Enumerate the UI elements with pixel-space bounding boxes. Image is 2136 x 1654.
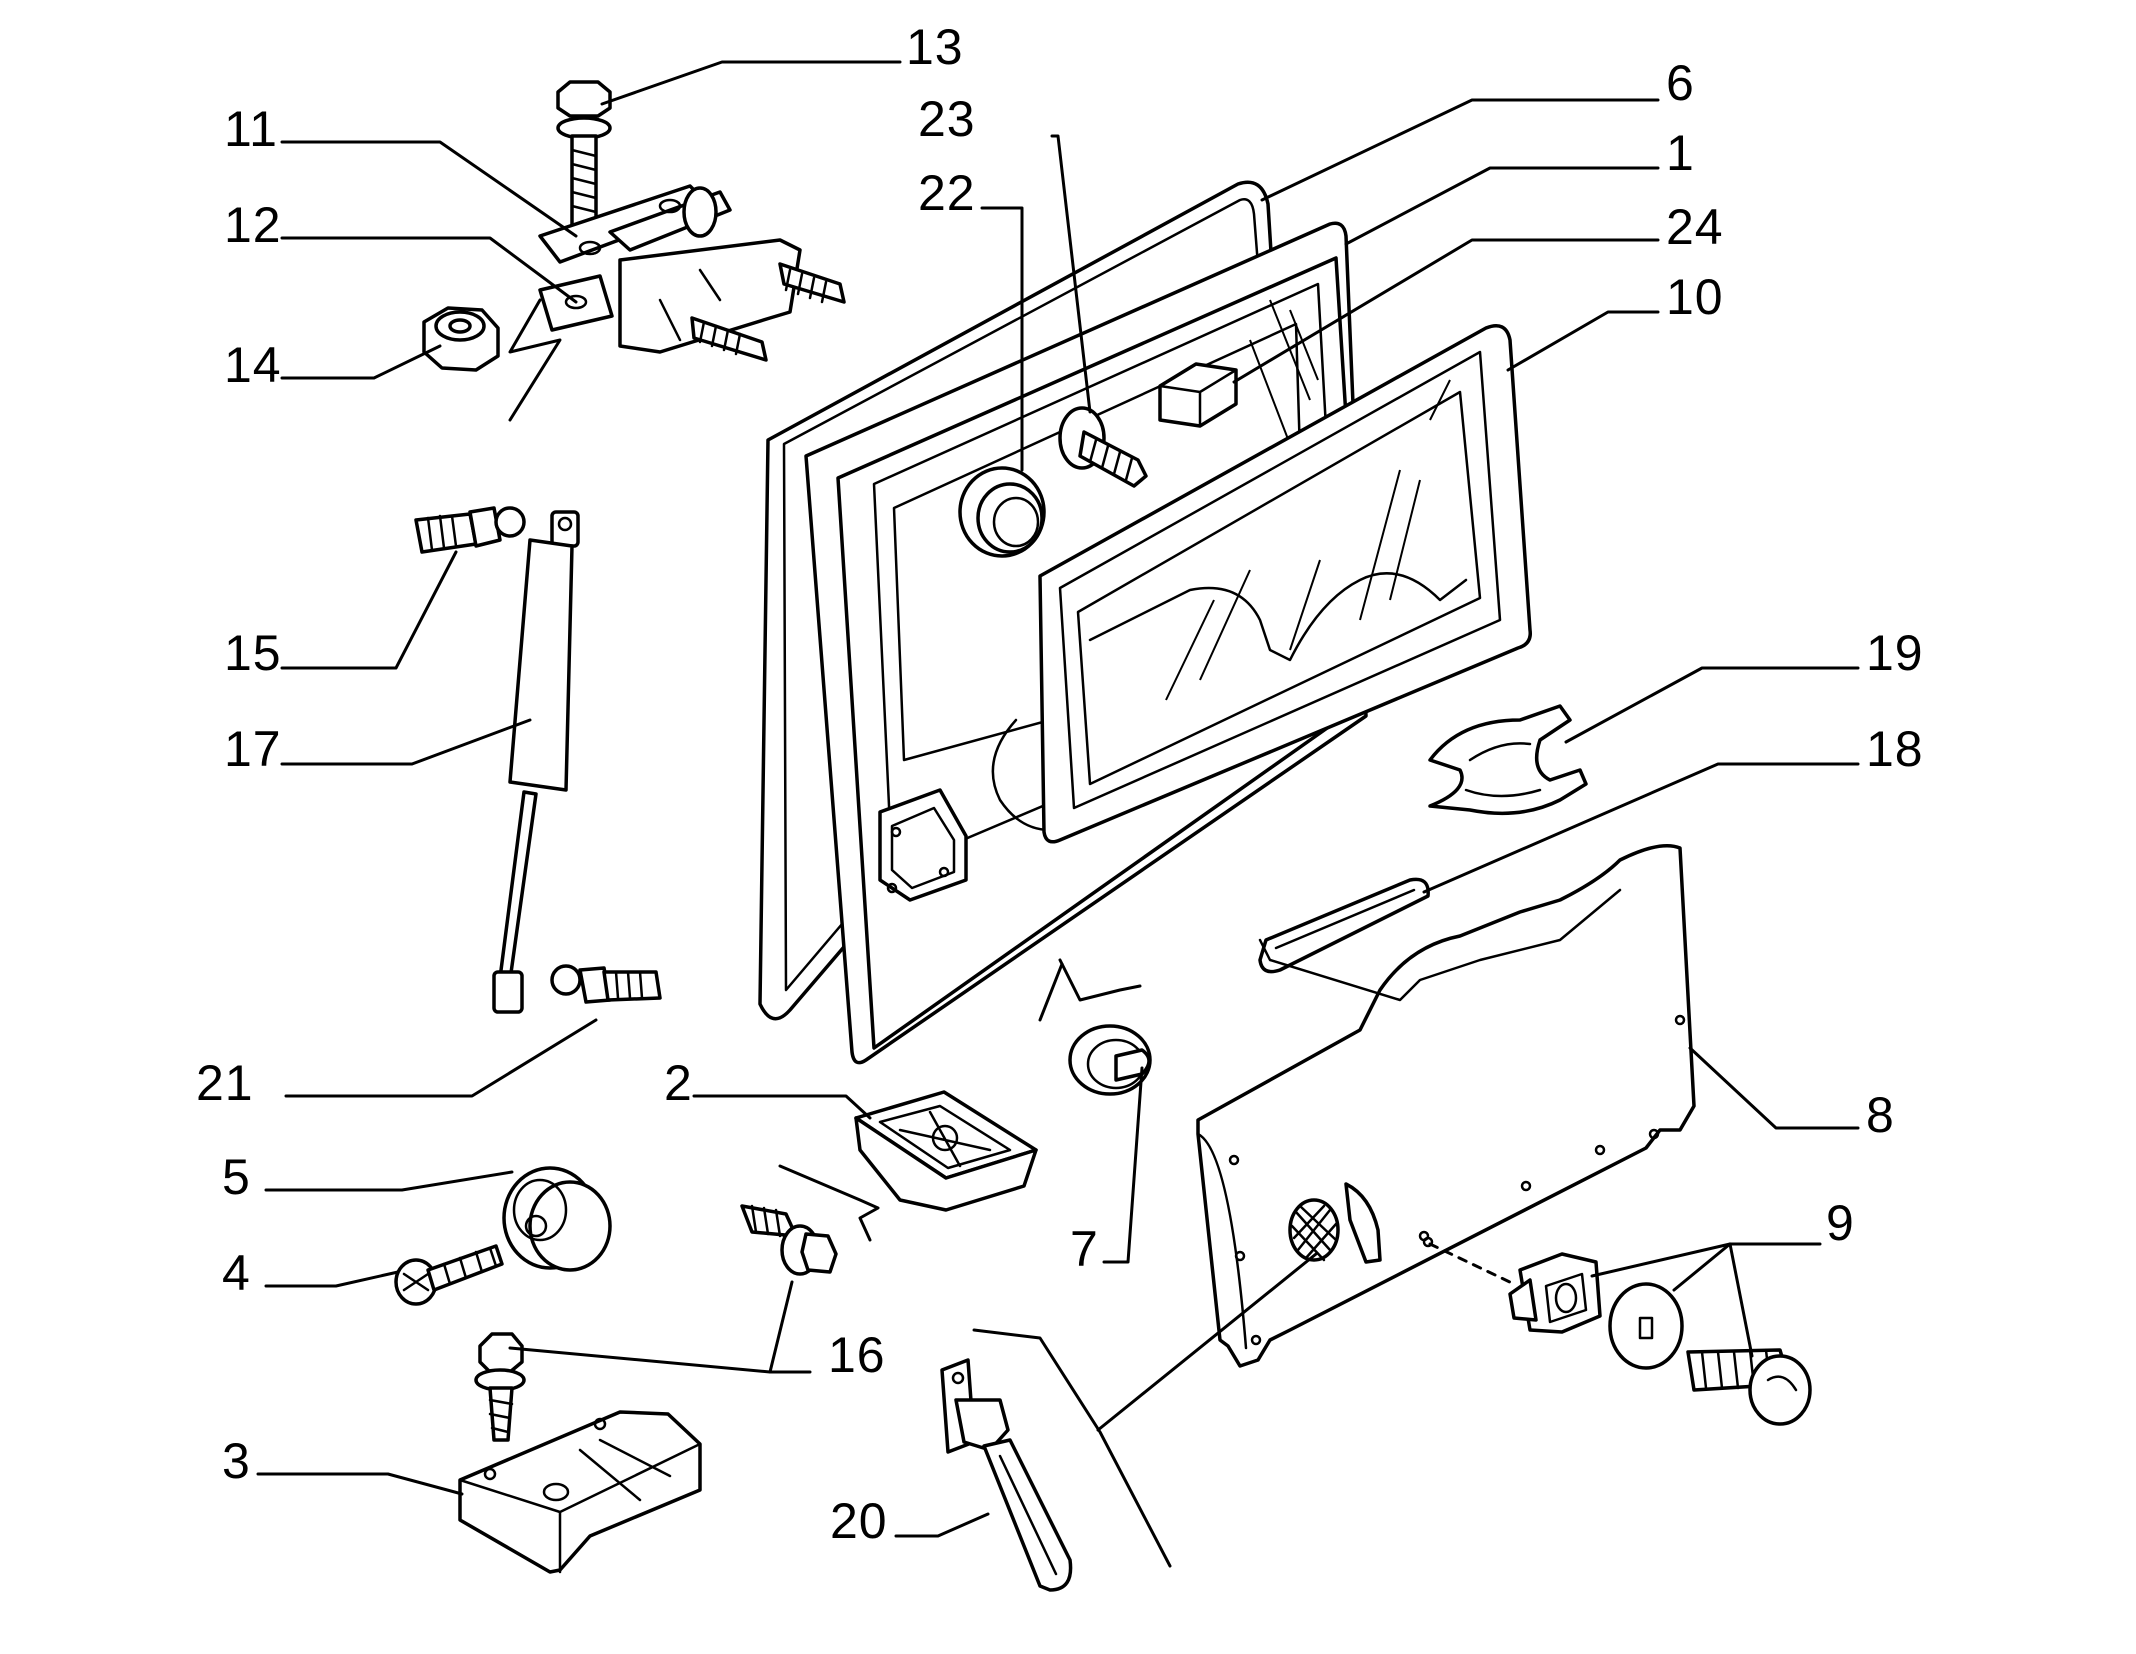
part-22-grommet: [958, 466, 1046, 558]
callout-2: 2: [664, 1055, 693, 1111]
part-16-bolt-lower: [474, 1332, 526, 1442]
callout-9: 9: [1826, 1195, 1855, 1251]
part-10-window-glass: [1038, 324, 1532, 844]
part-7-plug: [1038, 958, 1152, 1096]
part-19-clip: [1428, 704, 1588, 816]
callout-20: 20: [830, 1493, 888, 1549]
callout-numbers: 13 11 12 14 23 22 6 1 24 10 15 17 19 18 …: [196, 19, 1924, 1549]
callout-19: 19: [1866, 625, 1924, 681]
callout-6: 6: [1666, 55, 1695, 111]
callout-5: 5: [222, 1149, 251, 1205]
callout-14: 14: [224, 337, 282, 393]
part-17-gas-strut: [492, 510, 580, 1014]
callout-12: 12: [224, 197, 282, 253]
part-4-screw: [394, 1244, 504, 1306]
callout-3: 3: [222, 1433, 251, 1489]
callout-11: 11: [224, 101, 278, 157]
callout-13: 13: [906, 19, 964, 75]
callout-15: 15: [224, 625, 282, 681]
part-5-grommet: [502, 1166, 612, 1272]
part-3-cover: [458, 1410, 702, 1574]
callout-1: 1: [1666, 125, 1695, 181]
part-24-block: [1158, 362, 1238, 428]
part-11-hinge: [538, 184, 802, 354]
part-8-trim-panel: [1196, 844, 1696, 1368]
callout-23: 23: [918, 91, 976, 147]
callout-17: 17: [224, 721, 282, 777]
part-20-handle: [940, 1358, 1073, 1592]
callout-22: 22: [918, 165, 976, 221]
callout-21: 21: [196, 1055, 254, 1111]
part-2-bracket: [778, 1090, 1038, 1242]
part-16-bolt-upper: [740, 1204, 838, 1276]
callout-7: 7: [1070, 1221, 1099, 1277]
callout-8: 8: [1866, 1087, 1895, 1143]
part-9-lock-assembly: [1422, 1236, 1812, 1426]
part-12-plate: [508, 274, 614, 422]
callout-24: 24: [1666, 199, 1724, 255]
part-13-bolt: [556, 80, 612, 232]
leader-lines: [256, 60, 1860, 1568]
part-21-ball-stud: [550, 964, 662, 1004]
callout-16: 16: [828, 1327, 886, 1383]
part-18-strip: [1258, 877, 1430, 974]
callout-10: 10: [1666, 269, 1724, 325]
callout-4: 4: [222, 1245, 251, 1301]
hinge-studs: [690, 262, 846, 362]
part-15-ball-stud: [414, 506, 526, 554]
part-23-screw: [1058, 406, 1148, 488]
callout-18: 18: [1866, 721, 1924, 777]
part-14-nut: [422, 306, 500, 372]
